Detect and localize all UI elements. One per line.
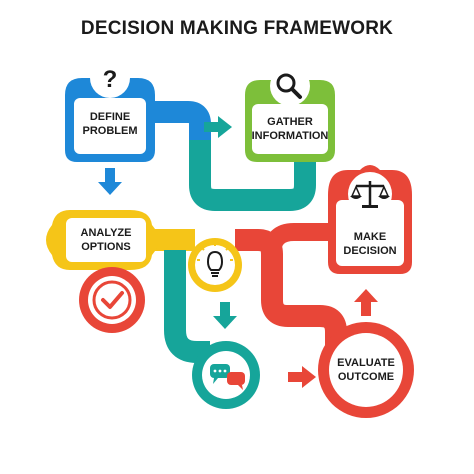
step-define-problem: ? DEFINE PROBLEM bbox=[65, 58, 155, 162]
arrow-icon bbox=[354, 289, 378, 316]
lightbulb-icon bbox=[197, 243, 233, 277]
step-label-line2: OUTCOME bbox=[338, 371, 394, 383]
step-label-line2: DECISION bbox=[343, 245, 396, 257]
step-label-line1: EVALUATE bbox=[337, 357, 395, 369]
step-label-line2: INFORMATION bbox=[252, 130, 329, 142]
step-gather-information: GATHER INFORMATION bbox=[245, 66, 335, 162]
magnifier-icon bbox=[276, 73, 302, 99]
arrow-icon bbox=[98, 168, 122, 195]
checkmark-icon bbox=[101, 291, 124, 309]
checkmark-badge bbox=[79, 267, 145, 333]
arrow-icon bbox=[213, 302, 237, 329]
chat-bubbles-icon bbox=[210, 364, 245, 390]
step-label-line2: OPTIONS bbox=[81, 241, 131, 253]
step-label-line1: MAKE bbox=[354, 231, 386, 243]
ribbon-red bbox=[235, 229, 347, 350]
lightbulb-badge bbox=[188, 238, 242, 292]
arrow-icon bbox=[204, 116, 232, 138]
page-title: DECISION MAKING FRAMEWORK bbox=[80, 18, 394, 39]
step-make-decision: MAKE DECISION bbox=[328, 165, 412, 274]
chat-badge bbox=[192, 341, 260, 409]
step-label-line2: PROBLEM bbox=[83, 125, 138, 137]
scales-icon bbox=[350, 181, 390, 208]
step-label-line1: DEFINE bbox=[90, 111, 130, 123]
step-analyze-options: ANALYZE OPTIONS bbox=[46, 210, 159, 270]
step-label-line1: ANALYZE bbox=[81, 227, 132, 239]
ribbon-blue bbox=[150, 101, 211, 140]
question-mark-icon: ? bbox=[103, 66, 118, 93]
arrow-icon bbox=[288, 366, 316, 388]
ribbon-teal-bottom bbox=[164, 250, 210, 363]
ribbon-red-upper bbox=[263, 223, 330, 255]
step-label-line1: GATHER bbox=[267, 116, 313, 128]
step-evaluate-outcome: EVALUATE OUTCOME bbox=[318, 322, 414, 418]
ribbon-teal-top bbox=[189, 140, 316, 211]
